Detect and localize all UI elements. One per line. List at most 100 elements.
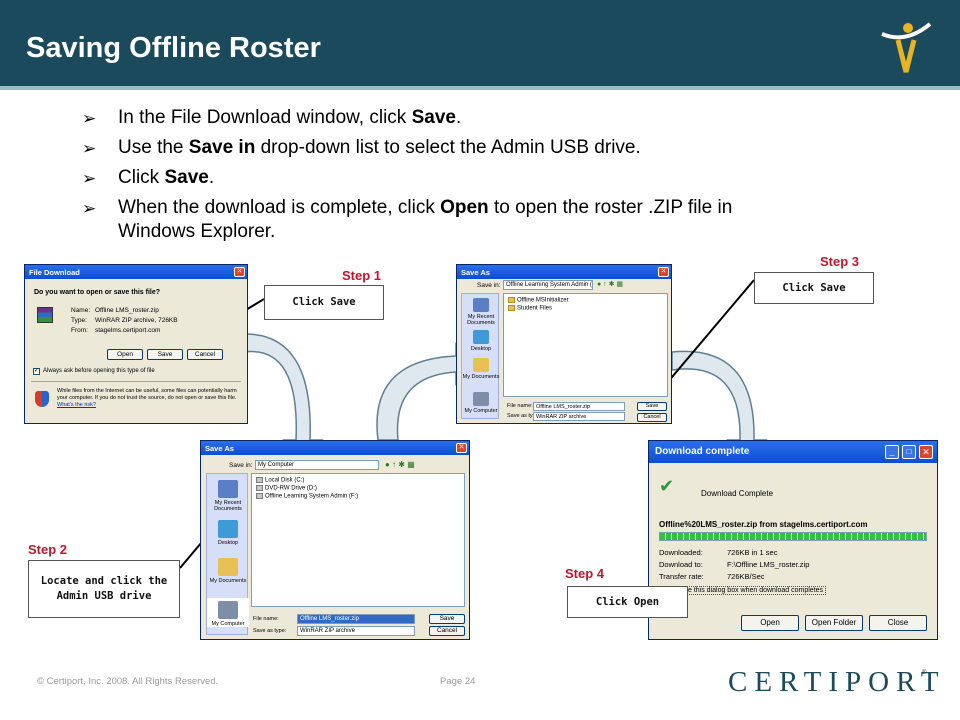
- save-in-dropdown[interactable]: Offline Learning System Admin (F:): [503, 280, 593, 290]
- arrow-bullet-icon: ➢: [82, 109, 97, 128]
- close-button[interactable]: Close: [869, 615, 927, 631]
- open-folder-button[interactable]: Open Folder: [805, 615, 863, 631]
- download-to-value: F:\Offline LMS_roster.zip: [727, 560, 810, 569]
- arrow-bullet-icon: ➢: [82, 199, 97, 218]
- downloaded-value: 726KB in 1 sec: [727, 548, 778, 557]
- instruction-bold: Open: [440, 197, 489, 218]
- zip-file-icon: [37, 307, 53, 323]
- dvd-drive-icon: [256, 485, 263, 491]
- cancel-button[interactable]: Cancel: [187, 349, 223, 360]
- file-name: DVD-RW Drive (D:): [265, 485, 317, 492]
- title-bar: Save As: [201, 441, 469, 455]
- from-value: stagelms.certiport.com: [95, 327, 161, 334]
- warning-text: While files from the Internet can be use…: [57, 388, 241, 409]
- save-button[interactable]: Save: [147, 349, 183, 360]
- list-item[interactable]: Offline Learning System Admin (F:): [256, 493, 358, 500]
- instruction-text: .: [208, 167, 215, 188]
- certiport-logo: CERTIPORT: [728, 666, 946, 698]
- warning-message: While files from the Internet can be use…: [57, 388, 237, 401]
- list-item[interactable]: DVD-RW Drive (D:): [256, 485, 317, 492]
- save-in-dropdown[interactable]: My Computer: [255, 460, 379, 470]
- title-bar: File Download: [25, 265, 247, 279]
- places-computer[interactable]: My Computer: [462, 392, 500, 414]
- cancel-button[interactable]: Cancel: [429, 626, 465, 636]
- places-label: My Computer: [464, 408, 498, 414]
- places-bar: My Recent Documents Desktop My Documents…: [206, 473, 249, 635]
- open-button[interactable]: Open: [107, 349, 143, 360]
- folder-icon: [508, 297, 515, 303]
- list-item[interactable]: Offline.MSInitializer: [508, 297, 569, 304]
- instruction-item: ➢ When the download is complete, click O…: [82, 196, 802, 244]
- list-item[interactable]: Student Files: [508, 305, 552, 312]
- file-name: Offline.MSInitializer: [517, 297, 569, 304]
- certiport-figure-icon: [881, 22, 932, 73]
- file-list: Offline.MSInitializer Student Files: [503, 293, 668, 397]
- places-desktop[interactable]: Desktop: [207, 520, 249, 546]
- save-as-dialog-admin: Save As ✕ Save in: Offline Learning Syst…: [456, 264, 672, 424]
- instruction-bold: Save: [411, 107, 456, 128]
- drive-icon: [256, 477, 263, 483]
- shield-icon: [35, 391, 49, 407]
- step-1-callout: Click Save: [264, 285, 384, 320]
- step-3-label: Step 3: [820, 254, 860, 269]
- download-source: Offline%20LMS_roster.zip from stagelms.c…: [659, 520, 868, 529]
- download-complete-dialog: Download complete _ □ ✕ ✔ Download Compl…: [648, 440, 938, 640]
- open-button[interactable]: Open: [741, 615, 799, 631]
- list-item[interactable]: Local Disk (C:): [256, 477, 304, 484]
- instruction-text: Click: [118, 167, 165, 188]
- save-as-type-dropdown[interactable]: WinRAR ZIP archive: [533, 412, 625, 421]
- file-name: Local Disk (C:): [265, 477, 305, 484]
- transfer-rate-label: Transfer rate:: [659, 572, 704, 581]
- folder-icon: [508, 305, 515, 311]
- step-2-callout: Locate and click the Admin USB drive: [28, 560, 180, 618]
- close-icon[interactable]: ✕: [919, 445, 933, 459]
- close-icon[interactable]: ✕: [658, 267, 669, 277]
- file-name-input[interactable]: Offline LMS_roster.zip: [533, 402, 625, 411]
- download-check-icon: ✔: [659, 476, 675, 496]
- always-ask-checkbox[interactable]: ✓: [33, 368, 40, 375]
- places-recent[interactable]: My Recent Documents: [462, 298, 500, 326]
- risk-link[interactable]: What's the risk?: [57, 402, 96, 408]
- minimize-icon[interactable]: _: [885, 445, 899, 459]
- save-button[interactable]: Save: [637, 402, 667, 411]
- step-4-label: Step 4: [565, 566, 605, 581]
- instruction-text: When the download is complete, click: [118, 197, 441, 218]
- step-2-label: Step 2: [28, 542, 68, 557]
- file-list: Local Disk (C:) DVD-RW Drive (D:) Offlin…: [251, 473, 465, 607]
- places-documents[interactable]: My Documents: [462, 358, 500, 380]
- instruction-text: drop-down list to select the Admin USB d…: [255, 137, 641, 158]
- my-computer-icon: [218, 601, 238, 619]
- download-heading: Download Complete: [701, 489, 774, 498]
- instruction-list: ➢ In the File Download window, click Sav…: [82, 106, 802, 250]
- slide-header: [0, 0, 960, 86]
- places-desktop[interactable]: Desktop: [462, 330, 500, 352]
- header-divider: [0, 86, 960, 90]
- step-3-callout: Click Save: [754, 272, 874, 304]
- places-label: My Documents: [462, 374, 500, 380]
- file-name: Offline Learning System Admin (F:): [265, 493, 359, 500]
- type-label: Type:: [71, 317, 87, 324]
- maximize-icon[interactable]: □: [902, 445, 916, 459]
- toolbar-icons: ● ↑ ✱ ▦: [385, 460, 415, 469]
- file-name-input[interactable]: Offline LMS_roster.zip: [297, 614, 415, 624]
- close-icon[interactable]: ✕: [234, 267, 245, 277]
- trademark-symbol: ®: [922, 670, 927, 676]
- places-documents[interactable]: My Documents: [207, 558, 249, 584]
- my-documents-icon: [473, 358, 489, 372]
- places-label: My Recent Documents: [214, 500, 242, 512]
- places-label: My Documents: [209, 578, 247, 584]
- downloaded-label: Downloaded:: [659, 548, 703, 557]
- copyright-notice: © Certiport, Inc. 2008. All Rights Reser…: [37, 676, 219, 687]
- cancel-button[interactable]: Cancel: [637, 413, 667, 422]
- save-as-type-dropdown[interactable]: WinRAR ZIP archive: [297, 626, 415, 636]
- places-recent[interactable]: My Recent Documents: [207, 480, 249, 512]
- title-bar: Save As: [457, 265, 671, 279]
- slide-title: Saving Offline Roster: [26, 32, 321, 64]
- save-button[interactable]: Save: [429, 614, 465, 624]
- close-when-done-label: Close this dialog box when download comp…: [671, 586, 827, 595]
- close-icon[interactable]: ✕: [456, 443, 467, 453]
- instruction-text: .: [455, 107, 462, 128]
- arrow-bullet-icon: ➢: [82, 169, 97, 188]
- places-computer[interactable]: My Computer: [207, 598, 249, 627]
- save-as-type-label: Save as type:: [253, 628, 287, 634]
